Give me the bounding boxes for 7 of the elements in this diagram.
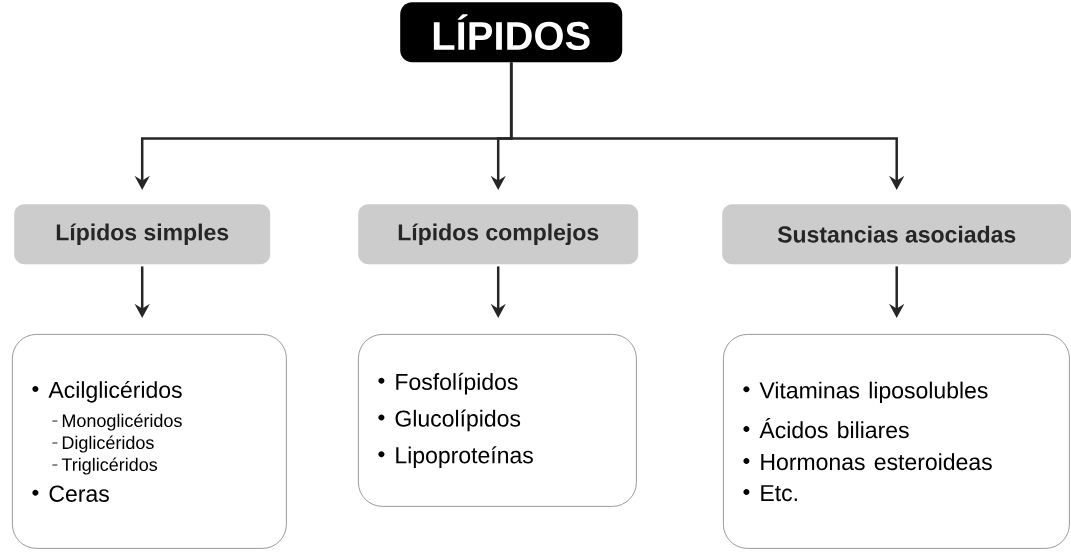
item-list-box: Fosfolípidos Glucolípidos Lipoproteínas — [358, 334, 637, 507]
title-box: LÍPIDOS — [400, 2, 623, 63]
item-list-box: Vitaminas liposolubles Ácidos biliares Hormonas esteroideas Etc. — [723, 334, 1070, 549]
category-box: Sustancias asociadas — [722, 204, 1071, 265]
item-list-box: Acilglicéridos Monoglicéridos Diglicéridos Triglicéridos Ceras — [12, 334, 287, 549]
category-box: Lípidos simples — [14, 204, 271, 265]
category-box: Lípidos complejos — [358, 204, 639, 265]
